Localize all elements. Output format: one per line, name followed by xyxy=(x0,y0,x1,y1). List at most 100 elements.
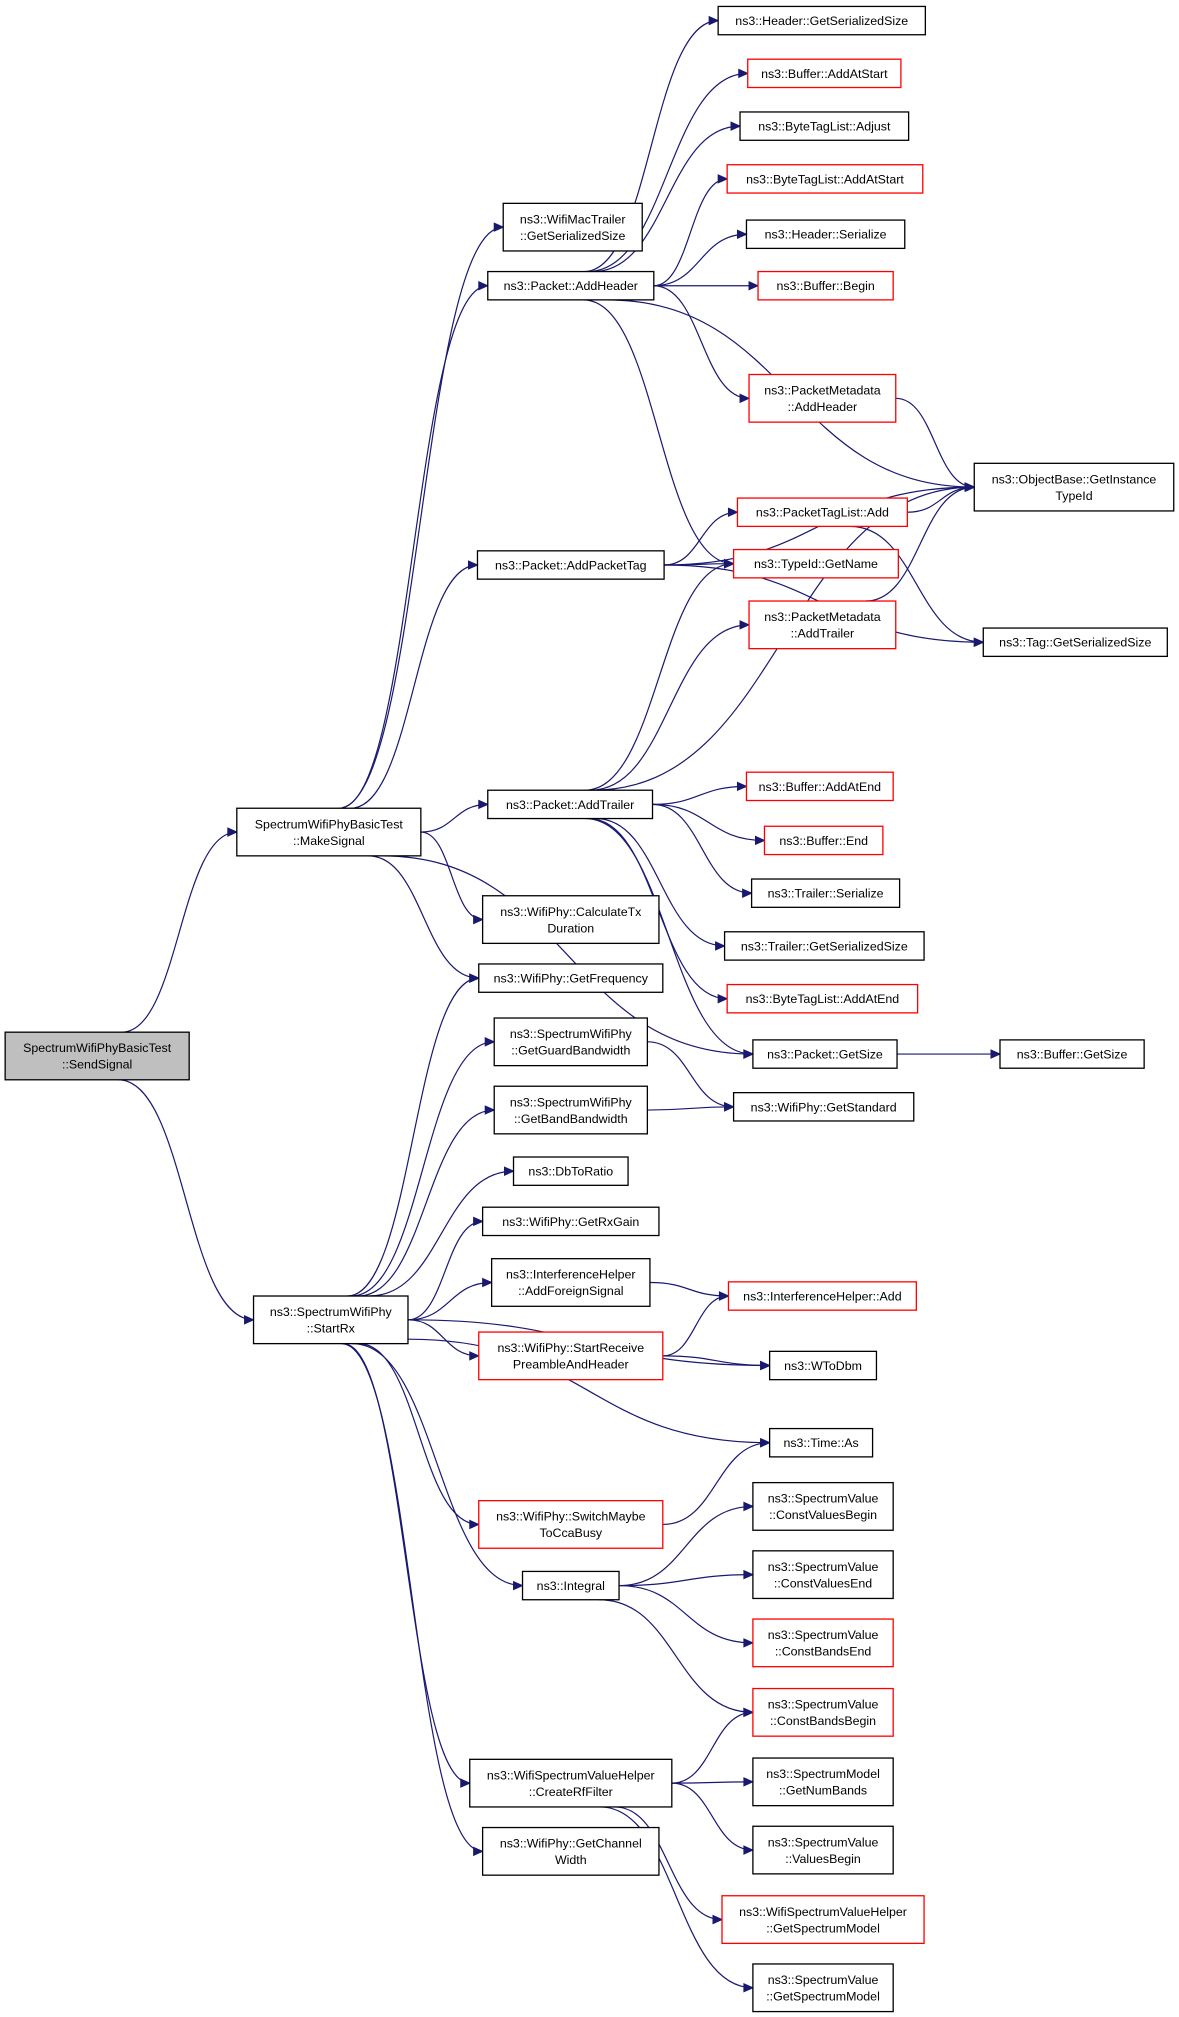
node-label: ns3::InterferenceHelper xyxy=(506,1268,636,1282)
arrowhead xyxy=(227,827,239,837)
node-box xyxy=(493,1085,649,1135)
node-label: ::GetSerializedSize xyxy=(520,229,625,243)
node-papt[interactable]: ns3::Packet::AddPacketTag xyxy=(476,550,665,580)
node-box xyxy=(236,807,422,857)
arrowhead xyxy=(712,1914,724,1925)
node-pmat[interactable]: ns3::PacketMetadata::AddTrailer xyxy=(748,600,897,650)
node-label: ::ConstValuesBegin xyxy=(769,1508,877,1522)
node-btlaas[interactable]: ns3::ByteTagList::AddAtStart xyxy=(726,164,924,194)
call-edge-pat-to-baae xyxy=(652,785,747,805)
node-label: ns3::WifiPhy::StartReceive xyxy=(497,1341,644,1355)
call-edge-pat-to-pgs xyxy=(584,817,753,1055)
node-crf[interactable]: ns3::WifiSpectrumValueHelper::CreateRfFi… xyxy=(469,1758,673,1808)
arrowhead xyxy=(484,1037,496,1047)
arrowhead xyxy=(760,1437,771,1448)
node-hser[interactable]: ns3::Header::Serialize xyxy=(745,219,906,250)
arrowhead xyxy=(748,280,760,291)
call-edge-startrx-to-timeas xyxy=(407,1338,770,1444)
node-ptla[interactable]: ns3::PacketTagList::Add xyxy=(736,497,908,528)
node-tgss2[interactable]: ns3::Trailer::GetSerializedSize xyxy=(723,931,925,961)
node-guardbw[interactable]: ns3::SpectrumWifiPhy::GetGuardBandwidth xyxy=(493,1017,649,1067)
node-box xyxy=(502,202,643,252)
node-label: ns3::Packet::AddPacketTag xyxy=(495,558,647,572)
arrowhead xyxy=(244,1315,255,1325)
node-label: ns3::ByteTagList::Adjust xyxy=(758,120,891,134)
node-wmt[interactable]: ns3::WifiMacTrailer::GetSerializedSize xyxy=(502,202,643,252)
node-label: ns3::PacketTagList::Add xyxy=(756,506,889,520)
node-pat[interactable]: ns3::Packet::AddTrailer xyxy=(487,789,654,820)
node-label: Duration xyxy=(547,921,594,935)
call-edge-integral-to-svcvb xyxy=(619,1505,753,1587)
call-edge-crf-to-smgnb xyxy=(671,1781,753,1784)
node-label: ns3::PacketMetadata xyxy=(764,384,881,398)
node-pgs[interactable]: ns3::Packet::GetSize xyxy=(752,1039,898,1069)
node-label: ns3::SpectrumValue xyxy=(768,1835,879,1849)
node-box xyxy=(752,1550,894,1600)
node-getfreq[interactable]: ns3::WifiPhy::GetFrequency xyxy=(478,963,664,993)
node-label: ns3::Buffer::AddAtStart xyxy=(761,67,888,81)
node-rxgain[interactable]: ns3::WifiPhy::GetRxGain xyxy=(481,1206,660,1237)
node-label: ::SendSignal xyxy=(62,1058,132,1072)
node-baae[interactable]: ns3::Buffer::AddAtEnd xyxy=(745,771,894,802)
node-label: ns3::ByteTagList::AddAtEnd xyxy=(746,992,900,1006)
node-svcbb[interactable]: ns3::SpectrumValue::ConstBandsBegin xyxy=(752,1687,894,1737)
call-edge-pah-to-hser xyxy=(653,233,747,287)
node-svcvb[interactable]: ns3::SpectrumValue::ConstValuesBegin xyxy=(752,1481,894,1531)
node-svgsm[interactable]: ns3::SpectrumValue::GetSpectrumModel xyxy=(752,1963,894,2013)
node-baas[interactable]: ns3::Buffer::AddAtStart xyxy=(747,58,902,89)
node-box xyxy=(747,58,902,89)
node-pah[interactable]: ns3::Packet::AddHeader xyxy=(487,270,655,301)
node-smgnb[interactable]: ns3::SpectrumModel::GetNumBands xyxy=(752,1757,894,1807)
node-bend[interactable]: ns3::Buffer::End xyxy=(763,825,884,856)
node-label: ::AddForeignSignal xyxy=(518,1284,623,1298)
node-tidgn[interactable]: ns3::TypeId::GetName xyxy=(732,548,899,579)
node-svcbe[interactable]: ns3::SpectrumValue::ConstBandsEnd xyxy=(752,1618,894,1668)
node-box xyxy=(476,550,665,580)
node-btladj[interactable]: ns3::ByteTagList::Adjust xyxy=(739,111,910,141)
arrowhead xyxy=(482,1277,493,1288)
node-tser[interactable]: ns3::Trailer::Serialize xyxy=(750,878,901,908)
node-label: ::GetBandBandwidth xyxy=(514,1112,628,1126)
node-svcve[interactable]: ns3::SpectrumValue::ConstValuesEnd xyxy=(752,1550,894,1600)
node-tgss[interactable]: ns3::Tag::GetSerializedSize xyxy=(982,627,1168,658)
arrowhead xyxy=(736,229,748,240)
call-edge-bandbw-to-getstd xyxy=(647,1106,734,1111)
node-ihafs[interactable]: ns3::InterferenceHelper::AddForeignSigna… xyxy=(490,1258,651,1307)
node-wtodbm[interactable]: ns3::WToDbm xyxy=(768,1350,878,1381)
node-srpah[interactable]: ns3::WifiPhy::StartReceivePreambleAndHea… xyxy=(478,1331,664,1381)
arrowhead xyxy=(478,799,490,810)
node-bandbw[interactable]: ns3::SpectrumWifiPhy::GetBandBandwidth xyxy=(493,1085,649,1135)
call-edge-srpah-to-wtodbm xyxy=(662,1355,770,1367)
node-bgs[interactable]: ns3::Buffer::GetSize xyxy=(999,1039,1145,1069)
node-label: ToCcaBusy xyxy=(539,1526,602,1540)
arrowhead xyxy=(990,1049,1002,1059)
node-hgss[interactable]: ns3::Header::GetSerializedSize xyxy=(717,5,927,36)
node-btlaae[interactable]: ns3::ByteTagList::AddAtEnd xyxy=(726,983,919,1014)
node-timeas[interactable]: ns3::Time::As xyxy=(768,1427,874,1458)
node-box xyxy=(748,373,897,423)
call-edge-startrx-to-guardbw xyxy=(351,1041,495,1297)
node-pmah[interactable]: ns3::PacketMetadata::AddHeader xyxy=(748,373,897,423)
node-label: ns3::SpectrumValue xyxy=(768,1628,879,1642)
arrowhead xyxy=(743,1049,755,1059)
node-integral[interactable]: ns3::Integral xyxy=(521,1570,620,1601)
node-dbtoratio[interactable]: ns3::DbToRatio xyxy=(512,1156,629,1186)
node-make[interactable]: SpectrumWifiPhyBasicTest::MakeSignal xyxy=(236,807,422,857)
node-bbegin[interactable]: ns3::Buffer::Begin xyxy=(757,270,894,301)
node-wsvhgsm[interactable]: ns3::WifiSpectrumValueHelper::GetSpectru… xyxy=(721,1895,925,1945)
node-svvb[interactable]: ns3::SpectrumValue::ValuesBegin xyxy=(752,1825,894,1875)
node-box xyxy=(723,931,925,961)
arrowhead xyxy=(743,1569,755,1580)
node-send[interactable]: SpectrumWifiPhyBasicTest::SendSignal xyxy=(4,1031,190,1081)
arrowhead xyxy=(727,507,739,517)
call-edge-send-to-make xyxy=(121,831,237,1033)
node-getstd[interactable]: ns3::WifiPhy::GetStandard xyxy=(732,1092,915,1122)
node-startrx[interactable]: ns3::SpectrumWifiPhy::StartRx xyxy=(252,1295,409,1345)
node-label: ns3::WifiSpectrumValueHelper xyxy=(487,1768,655,1782)
node-ihadd[interactable]: ns3::InterferenceHelper::Add xyxy=(727,1281,917,1311)
